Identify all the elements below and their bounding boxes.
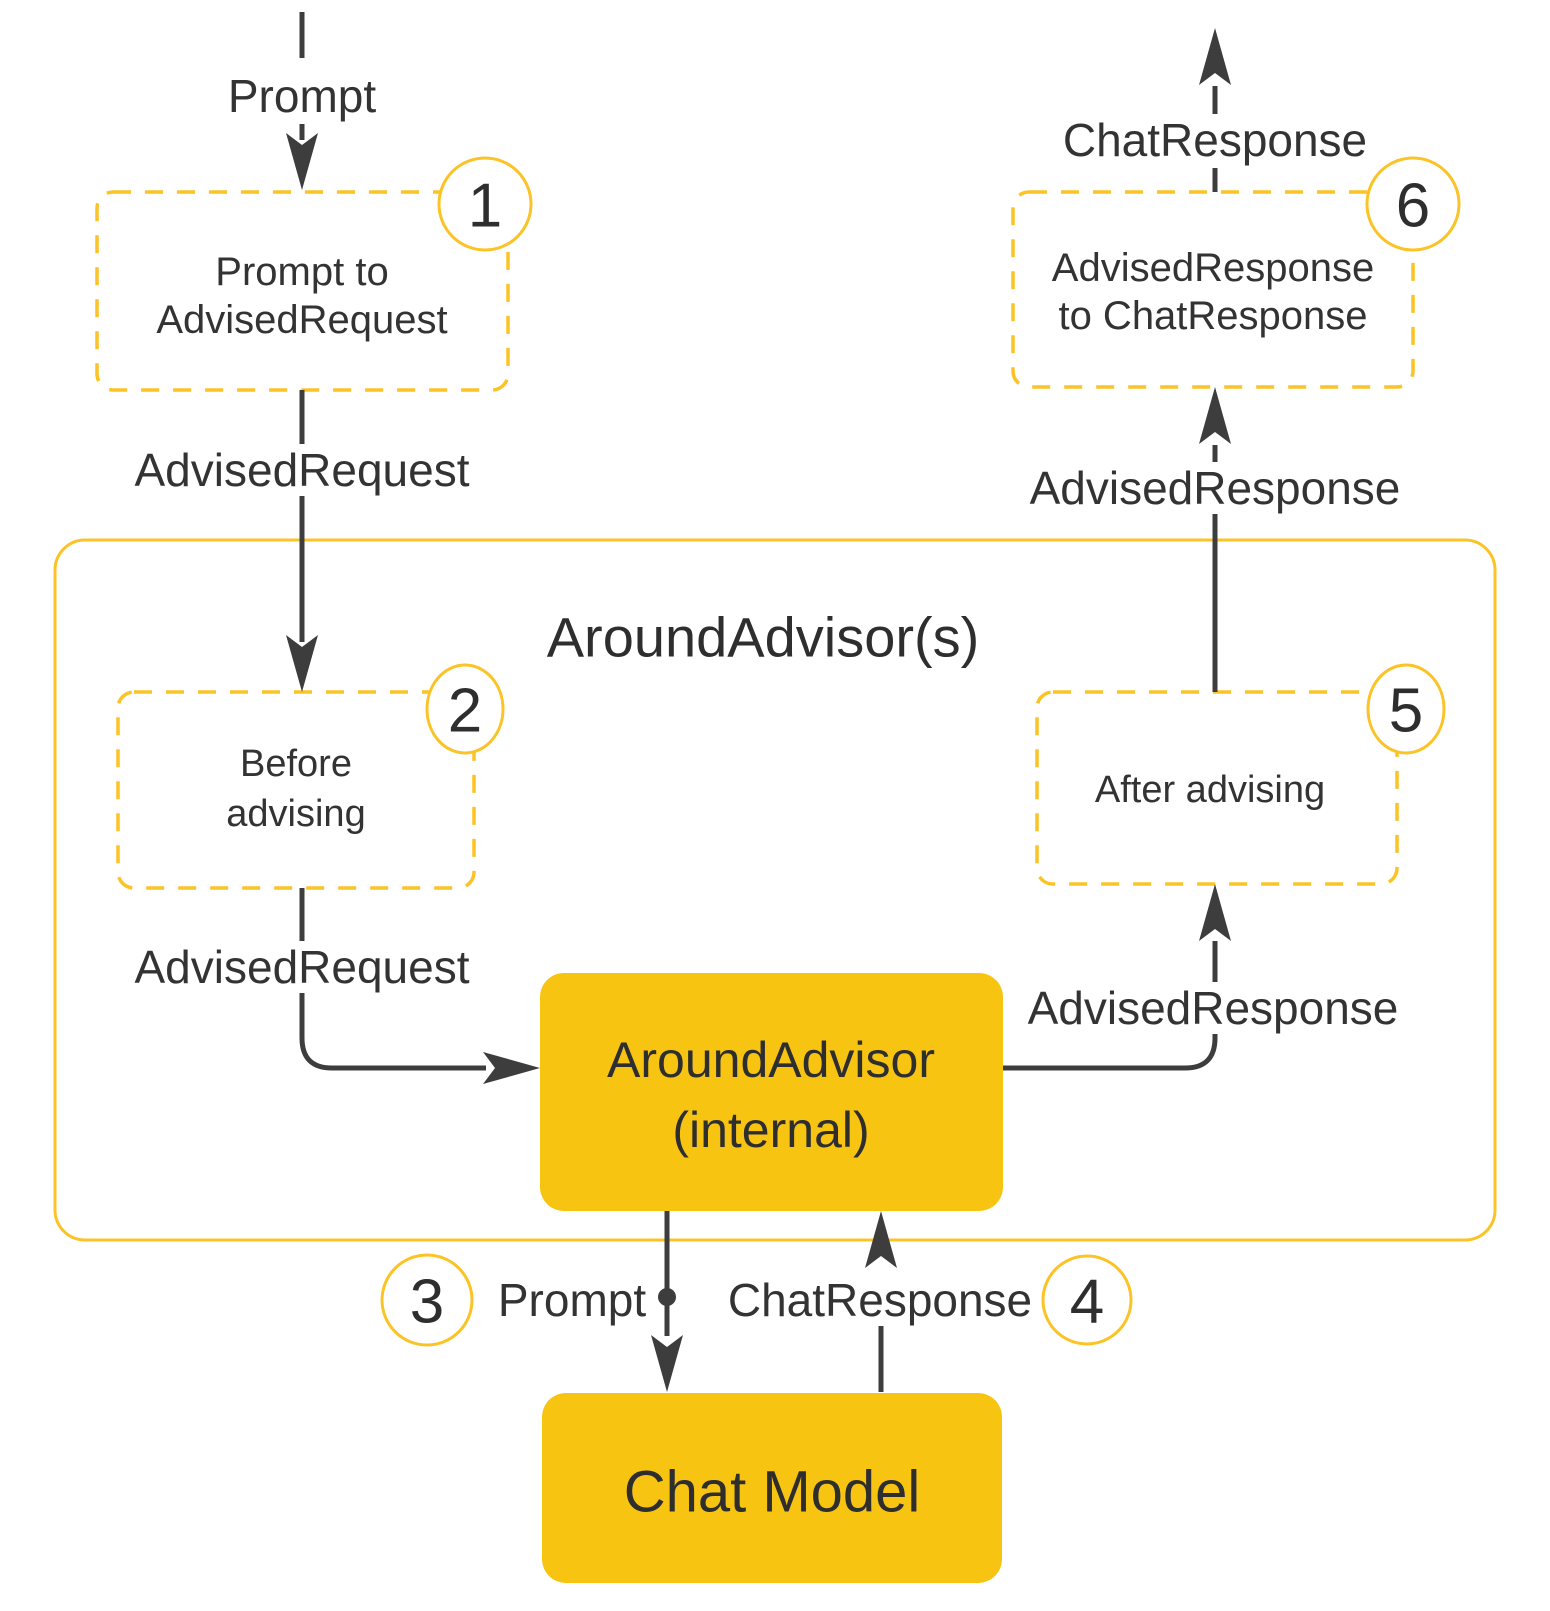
badge-step-6-number: 6 <box>1396 172 1430 241</box>
label-advisedrequest-outer-bg <box>143 444 461 496</box>
badge-step-3-number: 3 <box>410 1268 444 1337</box>
label-advisedrequest-outer: AdvisedRequest <box>135 444 470 496</box>
edge-prompt-to-chatmodel-dot <box>658 1288 676 1306</box>
node-around-advisor-internal-line1: AroundAdvisor <box>607 1032 935 1088</box>
badge-step-2: 2 <box>425 663 505 755</box>
node-before-advising-line1: Before <box>240 743 352 785</box>
label-advisedresponse-outer-bg <box>1046 462 1384 514</box>
badge-step-4: 4 <box>1041 1254 1133 1346</box>
badge-step-5-number: 5 <box>1389 677 1423 746</box>
node-chat-model <box>542 1393 1002 1583</box>
edge-chatresponse-out-arrowhead <box>1199 28 1231 85</box>
around-advisors-container <box>53 538 1497 1242</box>
label-advisedresponse-inner: AdvisedResponse <box>1028 982 1399 1034</box>
node-before-advising-line2: advising <box>226 793 365 835</box>
edge-advisedresponse-outer-arrowhead <box>1199 387 1231 444</box>
label-chatresponse-from-chatmodel: ChatResponse <box>728 1274 1032 1326</box>
badge-step-2-number: 2 <box>448 677 482 746</box>
label-advisedresponse-inner-bg <box>1044 982 1382 1034</box>
node-chat-model-label: Chat Model <box>624 1460 921 1525</box>
node-prompt-to-advisedrequest-line1: Prompt to <box>215 250 388 294</box>
badge-step-4-number: 4 <box>1070 1268 1104 1337</box>
node-advisedresponse-to-chatresponse-line1: AdvisedResponse <box>1052 246 1374 290</box>
edge-chatresponse-from-chatmodel-arrowhead <box>865 1211 897 1268</box>
edge-advisedresponse-inner-arrowhead <box>1199 884 1231 941</box>
edge-prompt-to-chatmodel-arrowhead <box>651 1335 683 1392</box>
edge-advisedrequest-inner-line <box>299 888 486 1071</box>
node-around-advisor-internal <box>540 973 1003 1211</box>
node-before-advising <box>116 690 476 890</box>
edge-prompt-in-arrowhead <box>286 133 318 190</box>
label-advisedresponse-outer: AdvisedResponse <box>1030 462 1401 514</box>
node-after-advising-label: After advising <box>1095 769 1325 811</box>
node-around-advisor-internal-line2: (internal) <box>672 1102 869 1158</box>
label-prompt-in: Prompt <box>228 70 376 122</box>
badge-step-1: 1 <box>437 156 533 252</box>
badge-step-6: 6 <box>1365 156 1461 252</box>
label-advisedrequest-inner: AdvisedRequest <box>135 941 470 993</box>
label-advisedrequest-inner-bg <box>143 941 461 993</box>
label-prompt-to-chatmodel: Prompt <box>498 1274 646 1326</box>
label-chatresponse-out: ChatResponse <box>1063 114 1367 166</box>
badge-step-3: 3 <box>380 1253 474 1347</box>
label-chatresponse-from-chatmodel-bg <box>744 1274 1016 1326</box>
node-advisedresponse-to-chatresponse <box>1011 190 1415 389</box>
node-prompt-to-advisedrequest-line2: AdvisedRequest <box>156 298 447 342</box>
node-advisedresponse-to-chatresponse-line2: to ChatResponse <box>1058 294 1367 338</box>
badge-step-1-number: 1 <box>468 172 502 241</box>
around-advisors-title: AroundAdvisor(s) <box>547 606 980 669</box>
edge-advisedrequest-inner-arrowhead <box>483 1052 540 1084</box>
edge-advisedresponse-inner-line <box>1003 941 1218 1071</box>
badge-step-5: 5 <box>1366 663 1446 755</box>
edge-advisedrequest-outer-arrowhead <box>286 635 318 692</box>
